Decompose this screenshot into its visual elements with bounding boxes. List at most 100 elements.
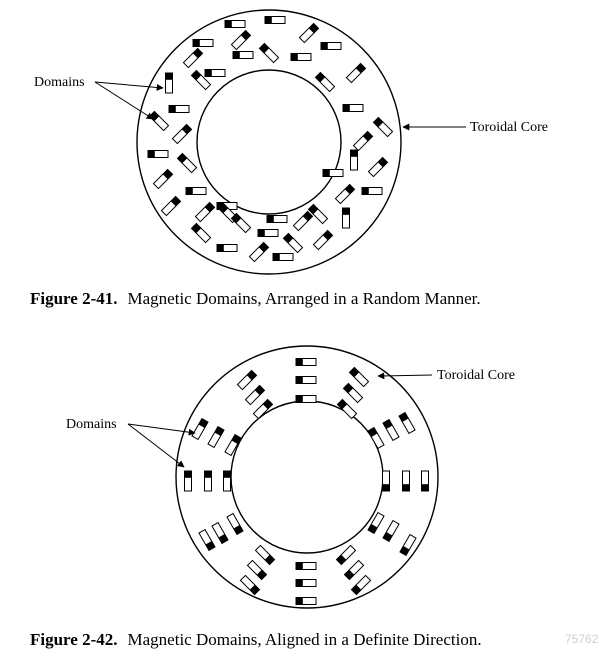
magnetic-domain — [239, 574, 261, 596]
domain-pole — [343, 383, 354, 394]
domains-pointer-arrow — [127, 423, 185, 468]
domain-pole — [382, 419, 393, 429]
domain-pole — [233, 51, 240, 59]
domain-pole — [170, 196, 181, 207]
domain-pole — [283, 233, 294, 244]
random-domains-group — [147, 16, 394, 263]
magnetic-domain — [298, 22, 320, 44]
domain-pole — [398, 412, 409, 422]
domain-pole — [322, 230, 333, 241]
magnetic-domain — [382, 470, 390, 492]
magnetic-domain — [148, 110, 170, 132]
figure-2-41: Domains Toroidal Core Figure 2-41. Magne… — [30, 9, 548, 308]
domain-pole — [258, 229, 265, 237]
magnetic-domain — [322, 169, 344, 177]
domain-pole — [177, 153, 188, 164]
domain-pole — [382, 484, 390, 491]
domain-pole — [399, 546, 410, 556]
domains-pointer-arrow — [127, 423, 196, 436]
magnetic-domain — [226, 512, 244, 536]
domain-pole — [296, 358, 303, 366]
magnetic-domain — [398, 411, 416, 435]
domains-pointer-arrow — [94, 81, 164, 91]
magnetic-domain — [198, 528, 216, 552]
magnetic-domain — [342, 104, 364, 112]
domain-pole — [191, 70, 202, 81]
toroid-outer-ring — [175, 345, 439, 609]
caption-number: Figure 2-41. — [30, 289, 118, 308]
magnetic-domain — [295, 376, 317, 384]
magnetic-domain — [248, 241, 270, 263]
caption-text: Magnetic Domains, Aligned in a Definite … — [128, 630, 482, 649]
magnetic-domain — [224, 433, 242, 457]
domain-pole — [169, 105, 176, 113]
domain-pole — [382, 532, 393, 542]
magnetic-domain — [272, 253, 294, 261]
magnetic-domain — [367, 426, 385, 450]
domain-pole — [265, 16, 272, 24]
domain-pole — [336, 554, 347, 565]
magnetic-domain — [190, 69, 212, 91]
aligned-domains-group — [184, 358, 429, 605]
magnetic-domain — [211, 521, 229, 545]
magnetic-domain — [295, 358, 317, 366]
domain-pole — [421, 484, 429, 491]
magnetic-domain — [216, 244, 238, 252]
magnetic-domain — [295, 597, 317, 605]
domain-pole — [223, 471, 231, 478]
domain-pole — [214, 426, 225, 436]
magnetic-domain — [292, 210, 314, 232]
domain-pole — [267, 215, 274, 223]
magnetic-domain — [342, 382, 364, 404]
magnetic-domain — [223, 470, 231, 492]
magnetic-domain — [382, 519, 400, 543]
magnetic-domain — [224, 20, 246, 28]
magnetic-domain — [334, 183, 356, 205]
domain-pole — [367, 427, 378, 437]
domain-pole — [308, 204, 319, 215]
domain-pole — [377, 157, 388, 168]
domain-pole — [296, 395, 303, 403]
domain-pole — [240, 30, 251, 41]
domain-pole — [192, 48, 203, 59]
domain-pole — [344, 569, 355, 580]
magnetic-domain — [191, 417, 209, 441]
magnetic-domain — [258, 42, 280, 64]
domain-pole — [217, 244, 224, 252]
domains-label: Domains — [34, 75, 85, 90]
domain-pole — [273, 253, 280, 261]
magnetic-domain — [335, 544, 357, 566]
magnetic-domain — [254, 544, 276, 566]
magnetic-domain — [204, 69, 226, 77]
magnetic-domain — [147, 150, 169, 158]
magnetic-domain — [190, 222, 212, 244]
domains-label: Domains — [66, 417, 117, 432]
magnetic-domain — [314, 71, 336, 93]
magnetic-domain — [372, 116, 394, 138]
domain-pole — [254, 385, 265, 396]
magnetic-domain — [282, 232, 304, 254]
domain-pole — [246, 370, 257, 381]
magnetic-domain — [312, 229, 334, 251]
magnetic-domain — [266, 215, 288, 223]
domain-pole — [296, 376, 303, 384]
magnetic-domain — [204, 470, 212, 492]
magnetic-domain — [246, 559, 268, 581]
magnetic-domain — [257, 229, 279, 237]
magnetic-domain — [290, 53, 312, 61]
figure-caption: Figure 2-42. Magnetic Domains, Aligned i… — [30, 630, 482, 649]
domain-pole — [184, 471, 192, 478]
magnetic-domain — [382, 418, 400, 442]
domain-pole — [362, 131, 373, 142]
magnetic-domain — [320, 42, 342, 50]
domain-pole — [191, 223, 202, 234]
domain-pole — [350, 150, 358, 157]
domain-pole — [249, 584, 260, 595]
magnetic-domain — [236, 369, 258, 391]
domain-pole — [355, 63, 366, 74]
domain-pole — [373, 117, 384, 128]
domain-pole — [367, 524, 378, 534]
domain-pole — [262, 399, 273, 410]
magnetic-domain — [367, 511, 385, 535]
domain-pole — [225, 20, 232, 28]
